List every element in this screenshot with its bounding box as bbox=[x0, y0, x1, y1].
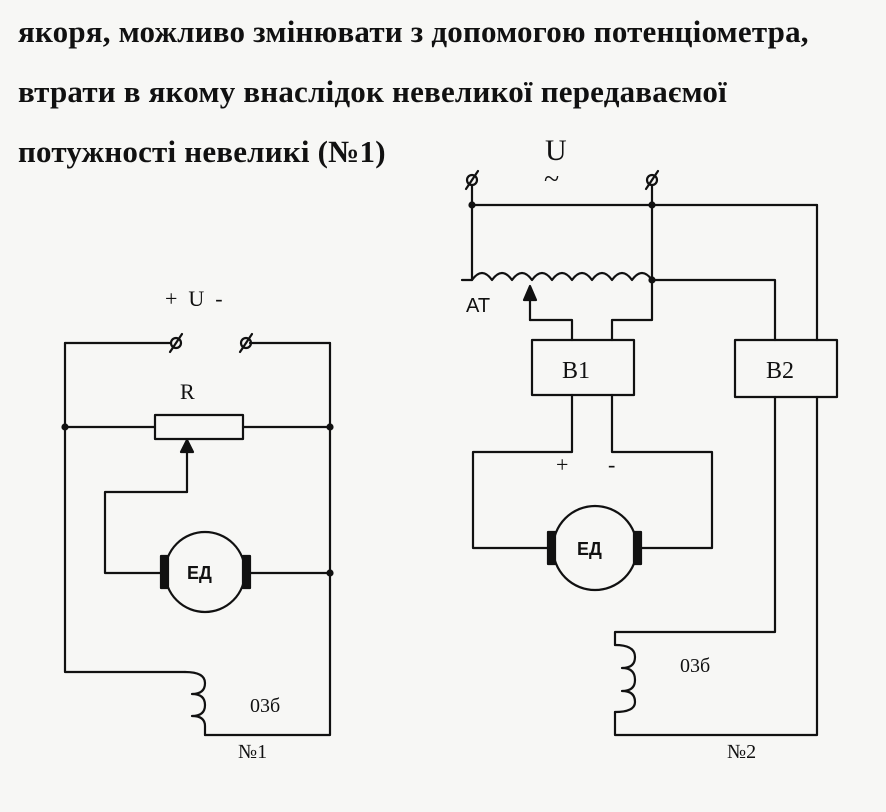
c2-autotransformer-winding bbox=[460, 271, 654, 282]
c2-at-to-b1 bbox=[610, 278, 654, 342]
c1-motor-brush-left bbox=[159, 554, 170, 590]
c2-tap-to-b1 bbox=[528, 318, 574, 342]
c2-b2-label: B2 bbox=[766, 358, 794, 384]
c2-at-label: AT bbox=[466, 295, 490, 317]
c1-resistor-label: R bbox=[180, 379, 195, 404]
c2-plus-label: + bbox=[556, 452, 568, 477]
c1-motor-label: ЕД bbox=[187, 563, 212, 583]
c2-top-bus bbox=[470, 184, 819, 207]
c1-right-wire bbox=[203, 341, 332, 737]
c1-terminal-minus-icon bbox=[238, 332, 254, 354]
c2-minus-label: - bbox=[608, 452, 615, 477]
c1-resistor bbox=[153, 413, 245, 441]
c1-motor-brush-right bbox=[241, 554, 252, 590]
c2-b2-box bbox=[733, 338, 839, 399]
c2-supply-label: U bbox=[545, 134, 567, 167]
c1-wiper-wire bbox=[103, 490, 189, 575]
c2-b1-plus-wire bbox=[471, 393, 574, 550]
c2-caption: №2 bbox=[727, 741, 756, 763]
c2-motor-label: ЕД bbox=[577, 539, 602, 559]
c2-tap-arrow-icon bbox=[522, 284, 538, 302]
c1-terminal-plus-icon bbox=[168, 332, 184, 354]
c1-junction bbox=[61, 423, 69, 431]
c2-b2-left-wire bbox=[613, 395, 777, 647]
c2-b2-right-wire bbox=[613, 395, 819, 737]
circuit-1 bbox=[61, 332, 334, 737]
text-line-2: втрати в якому внаслідок невеликої перед… bbox=[18, 74, 727, 109]
c2-supply-ac-symbol: ~ bbox=[544, 164, 559, 195]
c2-field-coil bbox=[613, 643, 637, 714]
c1-left-wire bbox=[63, 341, 187, 674]
text-line-1: якоря, можливо змінювати з допомогою пот… bbox=[18, 14, 809, 49]
c1-caption: №1 bbox=[238, 741, 267, 763]
c1-coil-label: 03б bbox=[250, 695, 280, 717]
c1-supply-label: + U - bbox=[165, 286, 223, 311]
circuit-2 bbox=[460, 169, 839, 737]
c1-junction bbox=[326, 423, 334, 431]
c1-wiper-arrow-icon bbox=[179, 438, 195, 454]
c2-b1-minus-wire bbox=[610, 393, 714, 550]
c2-b1-label: B1 bbox=[562, 358, 590, 384]
c1-junction bbox=[326, 569, 334, 577]
c2-motor-brush-right bbox=[632, 530, 643, 566]
c2-wire-to-b2 bbox=[650, 278, 777, 342]
c2-b1-box bbox=[530, 338, 636, 397]
c1-field-coil bbox=[183, 670, 207, 737]
c2-coil-label: 03б bbox=[680, 655, 710, 677]
text-line-3: потужності невеликі (№1) bbox=[18, 134, 386, 169]
c2-motor-brush-left bbox=[546, 530, 557, 566]
